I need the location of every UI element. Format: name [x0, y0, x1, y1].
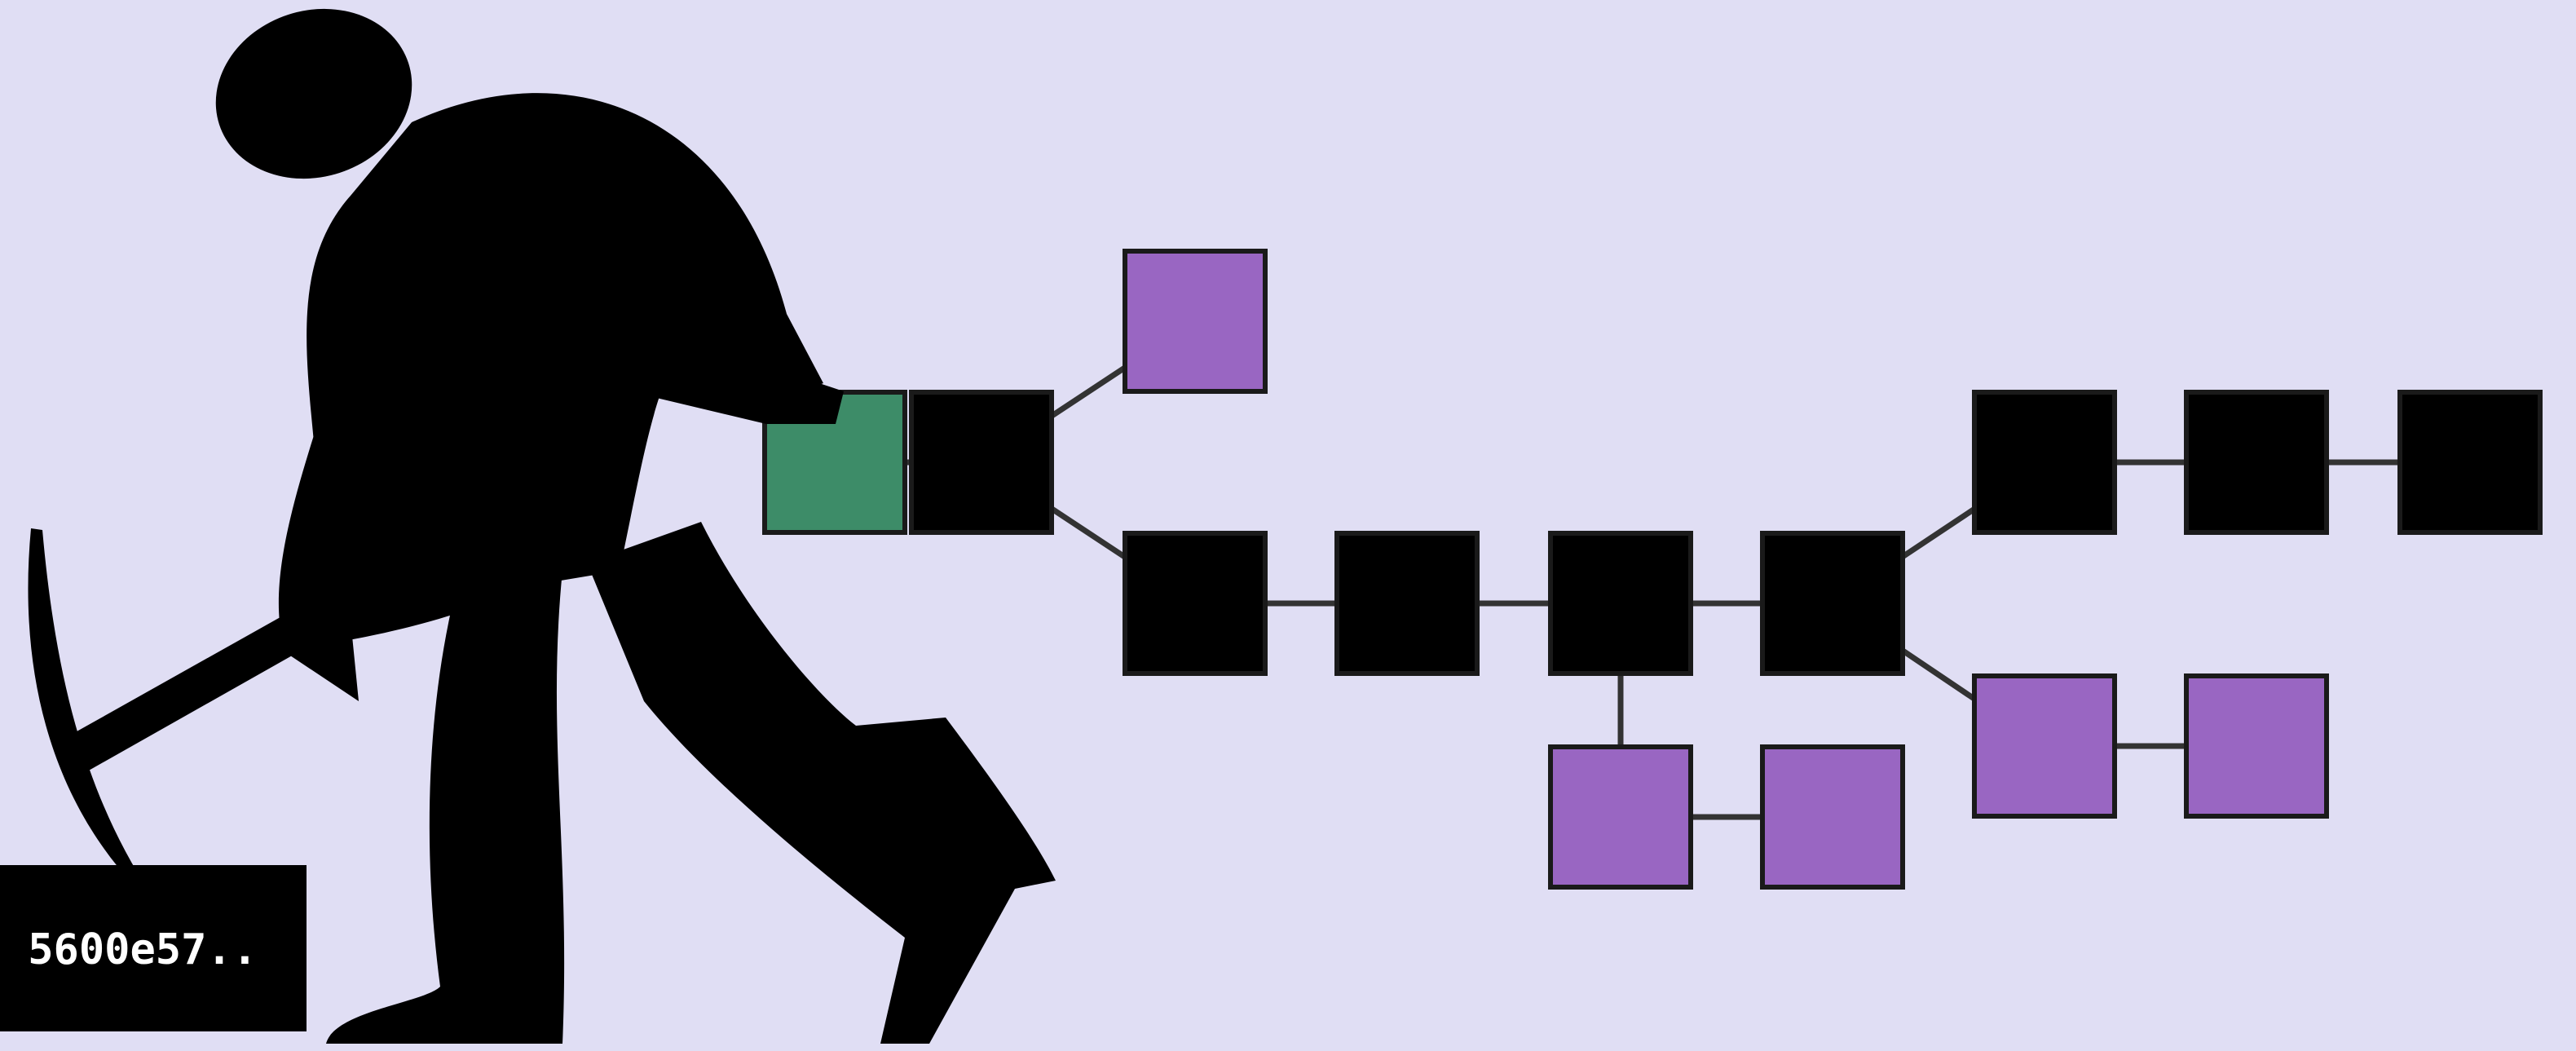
hash-display-text: 5600e57.. — [28, 925, 258, 974]
main-block-main-2 — [1123, 531, 1268, 676]
main-block-main-6 — [1972, 390, 2117, 535]
orphan-block-orphan-a1 — [1548, 744, 1693, 890]
main-block-main-5 — [1760, 531, 1905, 676]
orphan-block-orphan-a2 — [1760, 744, 1905, 890]
chain-blocks — [762, 249, 2543, 890]
miner-arm — [424, 245, 844, 424]
orphan-block-orphan-b1 — [1972, 673, 2117, 819]
miner-back-leg — [326, 571, 565, 1044]
miner-head — [215, 8, 412, 179]
main-block-main-3 — [1334, 531, 1480, 676]
hash-display-panel: 5600e57.. — [0, 865, 307, 1031]
main-block-main-7 — [2184, 390, 2329, 535]
main-block-main-8 — [2397, 390, 2543, 535]
main-block-main-4 — [1548, 531, 1693, 676]
pickaxe-head — [28, 528, 168, 917]
miner-front-leg — [587, 522, 1056, 1044]
main-block-main-1 — [909, 390, 1054, 535]
miner-with-pickaxe-icon — [28, 8, 1056, 1044]
orphan-block-orphan-b2 — [2184, 673, 2329, 819]
miner-rear-arm — [278, 342, 408, 701]
orphan-block-orphan-top — [1123, 249, 1268, 394]
